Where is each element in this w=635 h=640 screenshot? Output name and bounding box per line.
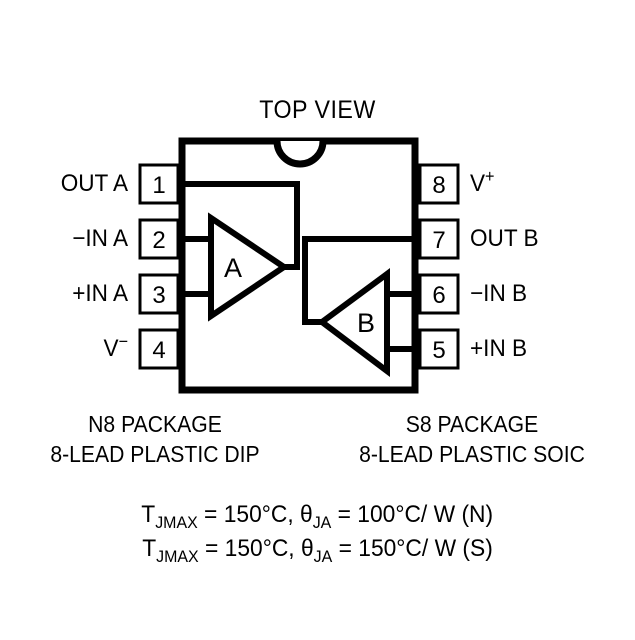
pin-box-5: [418, 328, 460, 370]
pin-box-8: [418, 163, 460, 205]
pin-label-v-plus-text: V: [470, 170, 486, 197]
thermal-s-tj-subscript: JMAX: [156, 546, 199, 566]
pin-label-v-minus-superscript: −: [118, 331, 128, 351]
pin-label-v-minus: V−: [8, 332, 128, 362]
pin-1-notch-icon: [273, 140, 327, 168]
pin-label-inverting-in-b-text: −IN B: [470, 280, 528, 307]
pin-box-3: [138, 273, 180, 315]
thermal-n-tj-subscript: JMAX: [155, 512, 199, 532]
package-caption-s8-description: 8-LEAD PLASTIC SOIC: [359, 440, 585, 467]
thermal-spec-line-n: TJMAX = 150°C, θJA = 100°C/ W (N): [0, 501, 635, 531]
pin-box-1: [138, 163, 180, 205]
package-caption-n8-name: N8 PACKAGE: [88, 411, 222, 437]
opamp-a-symbol: [208, 212, 290, 322]
package-caption-s8-name: S8 PACKAGE: [405, 411, 539, 437]
pin-label-noninverting-in-b: +IN B: [470, 337, 625, 361]
pin-label-out-a-text: OUT A: [60, 170, 128, 197]
package-caption-n8: N8 PACKAGE 8-LEAD PLASTIC DIP: [12, 410, 297, 470]
opamp-b-label: B: [357, 308, 375, 338]
thermal-s-tj-value: = 150°C,: [198, 535, 301, 562]
pin-number-3: 3: [152, 282, 165, 309]
pin-number-2: 2: [152, 227, 165, 254]
thermal-spec-line-s: TJMAX = 150°C, θJA = 150°C/ W (S): [0, 535, 635, 565]
pin-label-v-minus-text: V: [103, 335, 119, 362]
package-caption-s8: S8 PACKAGE 8-LEAD PLASTIC SOIC: [325, 410, 619, 470]
pin-boxes-left: [138, 163, 180, 370]
pin-box-7: [418, 218, 460, 260]
pin-label-out-a: OUT A: [8, 172, 128, 196]
pin-label-noninverting-in-b-text: +IN B: [470, 335, 528, 362]
wire-outb-feedback: [302, 236, 415, 325]
pin-number-7: 7: [432, 227, 445, 254]
pin-number-1: 1: [152, 172, 165, 199]
package-caption-n8-description: 8-LEAD PLASTIC DIP: [50, 440, 260, 467]
pin-number-4: 4: [152, 337, 165, 364]
pin-box-2: [138, 218, 180, 260]
pin-box-4: [138, 328, 180, 370]
pin-label-noninverting-in-a: +IN A: [8, 282, 128, 306]
pin-label-inverting-in-a-text: −IN A: [72, 225, 128, 252]
pin-label-v-plus: V+: [470, 167, 625, 197]
pin-label-out-b-text: OUT B: [470, 225, 539, 252]
pin-label-out-b: OUT B: [470, 227, 625, 251]
pin-label-noninverting-in-a-text: +IN A: [72, 280, 128, 307]
thermal-s-theta-value: = 150°C/ W (S): [332, 535, 493, 562]
pin-label-inverting-in-b: −IN B: [470, 282, 625, 306]
thermal-s-theta-symbol: θ: [300, 535, 314, 562]
thermal-s-tj-symbol: T: [142, 535, 157, 562]
pin-box-6: [418, 273, 460, 315]
thermal-n-theta-subscript: JA: [313, 512, 332, 532]
thermal-n-theta-value: = 100°C/ W (N): [331, 501, 494, 528]
pin-number-8: 8: [432, 172, 445, 199]
pin-number-5: 5: [432, 337, 445, 364]
pin-label-inverting-in-a: −IN A: [8, 227, 128, 251]
opamp-b-symbol: [316, 268, 390, 378]
opamp-a-label: A: [224, 253, 242, 283]
pin-boxes-right: [418, 163, 460, 370]
thermal-n-theta-symbol: θ: [300, 501, 314, 528]
page-title: TOP VIEW: [259, 96, 376, 124]
thermal-n-tj-value: = 150°C,: [198, 501, 301, 528]
pin-number-6: 6: [432, 282, 445, 309]
thermal-s-theta-subscript: JA: [313, 546, 333, 566]
pin-label-v-plus-superscript: +: [485, 166, 495, 186]
thermal-n-tj-symbol: T: [141, 501, 156, 528]
